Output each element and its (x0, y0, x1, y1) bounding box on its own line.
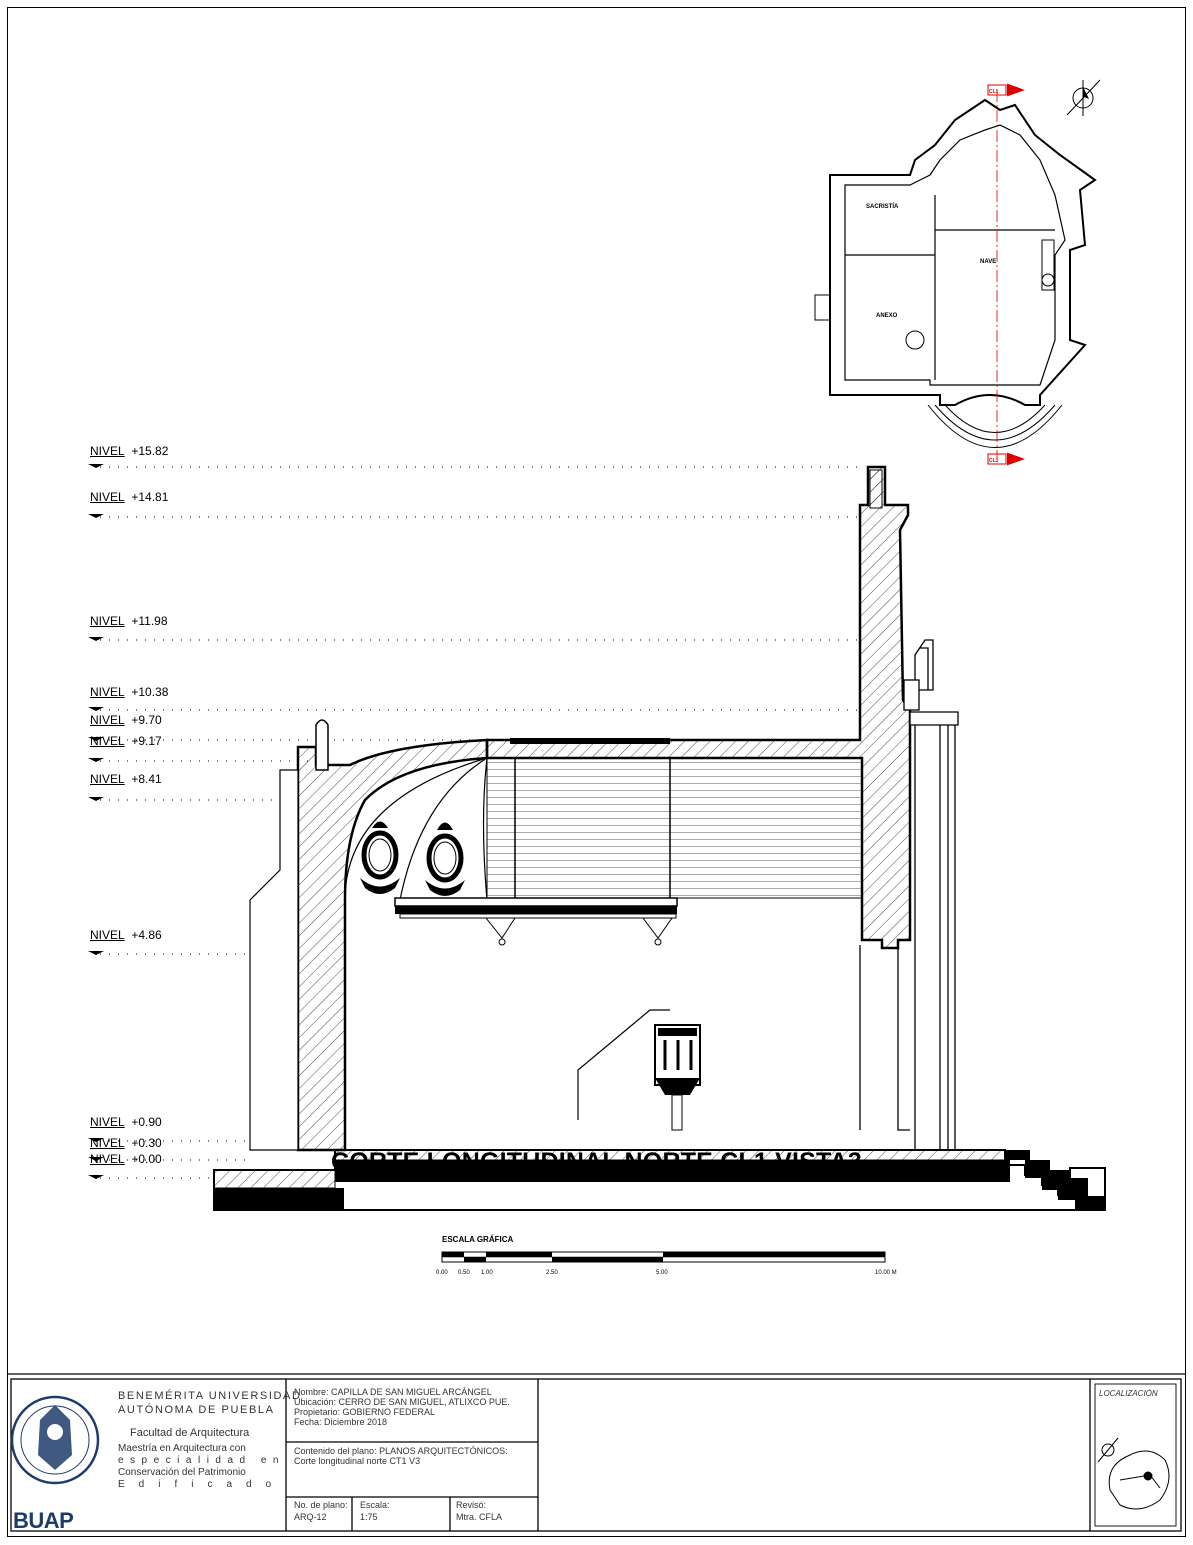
level-word: NIVEL (90, 1136, 125, 1150)
level-value: +8.41 (131, 772, 162, 786)
level-label: NIVEL +9.17 (90, 734, 162, 748)
scale-tick: 5.00 (656, 1270, 668, 1276)
location-label: LOCALIZACIÓN (1099, 1389, 1158, 1398)
level-label: NIVEL +10.38 (90, 685, 168, 699)
level-value: +0.00 (131, 1152, 162, 1166)
plan-contents-line1: Contenido del plano: PLANOS ARQUITECTÓNI… (294, 1446, 508, 1456)
sheet-border (7, 7, 1186, 1537)
scale-tick: 0.50 (458, 1270, 470, 1276)
level-label: NIVEL +9.70 (90, 713, 162, 727)
level-value: +9.17 (131, 734, 162, 748)
level-word: NIVEL (90, 713, 125, 727)
project-owner: Propietario: GOBIERNO FEDERAL (294, 1407, 436, 1417)
pulpit (577, 1009, 701, 1131)
location-map-icon (1097, 1437, 1170, 1510)
plan-label-anexo: ANEXO (876, 313, 898, 319)
level-lines (100, 466, 860, 1179)
plan-label-sacristia: SACRISTÍA (866, 202, 899, 210)
level-word: NIVEL (90, 1115, 125, 1129)
program-line2: especialidad en (118, 1455, 285, 1466)
floor-plan (814, 83, 1097, 466)
level-word: NIVEL (90, 444, 125, 458)
program-line4: Edificado (118, 1479, 286, 1490)
level-value: +0.90 (131, 1115, 162, 1129)
scale-title: ESCALA GRÁFICA (442, 1235, 513, 1244)
ceiling-planks (486, 738, 863, 899)
level-arrows (88, 464, 104, 1179)
project-date: Fecha: Diciembre 2018 (294, 1417, 388, 1427)
level-label: NIVEL +8.41 (90, 772, 162, 786)
north-arrow-icon (1066, 79, 1101, 116)
level-label: NIVEL +0.30 (90, 1136, 162, 1150)
facade (859, 639, 959, 1150)
university-name-line2: AUTÓNOMA DE PUEBLA (118, 1404, 275, 1416)
level-word: NIVEL (90, 490, 125, 504)
program-line3: Conservación del Patrimonio (118, 1467, 246, 1478)
level-label: NIVEL +14.81 (90, 490, 168, 504)
level-word: NIVEL (90, 772, 125, 786)
level-word: NIVEL (90, 1152, 125, 1166)
level-label: NIVEL +0.90 (90, 1115, 162, 1129)
faculty-name: Facultad de Arquitectura (130, 1427, 250, 1439)
east-wall-roof (485, 465, 912, 950)
level-word: NIVEL (90, 614, 125, 628)
level-word: NIVEL (90, 734, 125, 748)
buap-logo: BUAP (13, 1508, 74, 1533)
level-value: +10.38 (131, 685, 169, 699)
university-name-line1: BENEMÉRITA UNIVERSIDAD (118, 1390, 302, 1402)
level-word: NIVEL (90, 928, 125, 942)
plan-label-nave: NAVE (980, 259, 996, 265)
title-block-frame (7, 1373, 1186, 1532)
university-seal-icon (10, 1395, 100, 1485)
level-value: +11.98 (131, 614, 168, 628)
scale-label: Escala: (360, 1500, 390, 1510)
scale-value: 1:75 (360, 1512, 378, 1522)
scale-tick: 0.00 (436, 1270, 448, 1276)
level-value: +9.70 (131, 713, 162, 727)
program-line1: Maestría en Arquitectura con (118, 1443, 246, 1454)
project-location: Ubicación: CERRO DE SAN MIGUEL, ATLIXCO … (294, 1397, 510, 1407)
level-value: +15.82 (131, 444, 169, 458)
scale-tick: 1.00 (481, 1270, 493, 1276)
plan-contents-line2: Corte longitudinal norte CT1 V3 (294, 1456, 421, 1466)
west-wall-vault (249, 719, 489, 1152)
level-value: +14.81 (131, 490, 169, 504)
level-value: +0.30 (131, 1136, 162, 1150)
project-name: Nombre: CAPILLA DE SAN MIGUEL ARCÁNGEL (294, 1387, 492, 1397)
section-marker-top: CL1 (989, 89, 999, 95)
reviewer-value: Mtra. CFLA (456, 1512, 503, 1522)
level-label: NIVEL +4.86 (90, 928, 162, 942)
vault-arcs (344, 757, 488, 901)
floor-slab (213, 1149, 1106, 1211)
beam (394, 897, 678, 946)
oval-ornaments (360, 821, 465, 896)
level-word: NIVEL (90, 685, 125, 699)
level-value: +4.86 (131, 928, 162, 942)
level-label: NIVEL +15.82 (90, 444, 168, 458)
scale-tick: 10.00 M (875, 1270, 897, 1276)
graphic-scale-bar (441, 1251, 886, 1263)
reviewer-label: Revisó: (456, 1500, 487, 1510)
plan-number-label: No. de plano: (294, 1500, 348, 1510)
section-marker-bottom: CL1 (989, 458, 999, 464)
scale-tick: 2.50 (546, 1270, 558, 1276)
plan-number-value: ARQ-12 (294, 1512, 327, 1522)
drawing-title: CORTE LONGITUDINAL NORTE CL1 VISTA3 (330, 1148, 863, 1176)
level-label: NIVEL +11.98 (90, 614, 168, 628)
level-label: NIVEL +0.00 (90, 1152, 162, 1166)
